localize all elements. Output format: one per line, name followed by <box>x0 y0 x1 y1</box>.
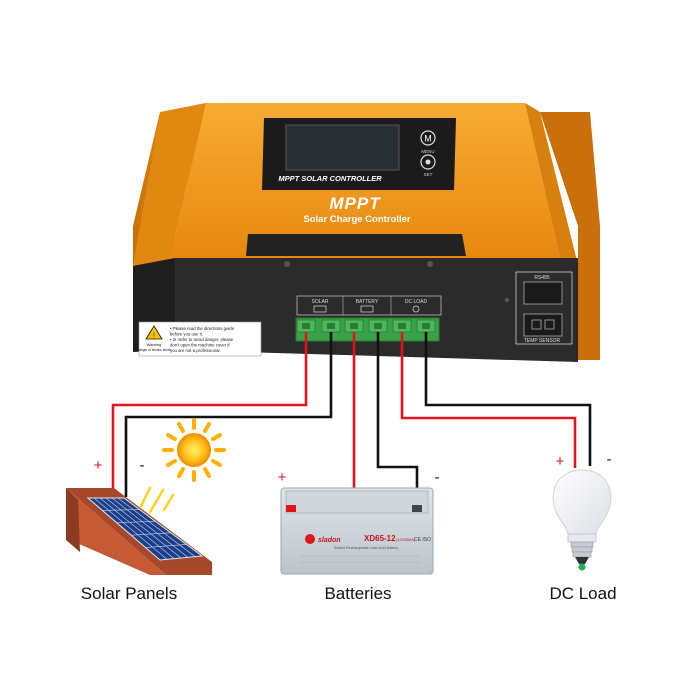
panel-cell-line <box>105 497 182 559</box>
panel-cell-line <box>145 544 187 548</box>
sun-ray <box>166 433 177 441</box>
bulb-icon <box>412 305 420 313</box>
bulb-glass <box>552 469 612 535</box>
plus-sign: + <box>556 453 565 470</box>
plus-sign: + <box>94 457 103 474</box>
screw <box>504 297 510 303</box>
terminal-label-frame <box>296 295 442 316</box>
terminal-hole <box>374 323 382 329</box>
menu-label: MENU <box>421 149 434 154</box>
svg-text:!: ! <box>153 333 155 340</box>
screw <box>427 261 433 267</box>
battery-icon <box>360 305 374 313</box>
battery-positive-terminal <box>286 505 296 512</box>
warning-line: you are not a professional. <box>170 348 221 353</box>
wire-solar-positive <box>111 332 308 495</box>
bulb-base <box>570 541 594 558</box>
right-fin <box>540 112 600 360</box>
caption-dc-load: DC Load <box>549 584 617 603</box>
rs485-label: RS485 <box>534 275 550 281</box>
minus-sign: - <box>140 457 145 474</box>
terminal-hole <box>398 323 406 329</box>
panel-cell-line <box>117 497 196 557</box>
lcd-screen <box>285 124 400 171</box>
temp-sensor-label: TEMP SENSOR <box>524 338 561 344</box>
battery-negative-terminal <box>412 505 422 512</box>
warning-line: don't open the machine cover if <box>170 343 230 348</box>
terminal-label-solar: SOLAR <box>312 299 329 305</box>
terminal-label-battery: BATTERY <box>356 299 379 305</box>
wire-load-negative <box>424 332 592 466</box>
set-button[interactable] <box>420 154 436 170</box>
terminal-label-dc-load: DC LOAD <box>405 299 428 305</box>
panel-cell-line <box>102 509 140 511</box>
sun-icon <box>139 418 226 514</box>
terminal-hole <box>302 323 310 329</box>
wire-battery-negative <box>376 332 419 492</box>
battery-lid <box>285 490 429 514</box>
plus-sign: + <box>278 469 287 486</box>
warning-line: • In order to avoid danger, please <box>170 337 234 342</box>
sun-ray <box>203 467 211 478</box>
wire-solar-negative <box>124 332 333 497</box>
caption-solar-panels: Solar Panels <box>80 584 178 603</box>
screw <box>284 261 290 267</box>
front-panel <box>175 258 578 362</box>
sun-ray <box>166 459 177 467</box>
light-bulb <box>552 469 612 571</box>
terminal-hole <box>422 323 430 329</box>
warning-line: before you use it. <box>170 332 203 337</box>
warning-line: • Please read the directions guide <box>170 326 235 331</box>
rs485-port[interactable] <box>523 281 563 305</box>
set-label: SET <box>424 172 433 177</box>
battery-fine-print: Sealed Rechargeable Lead-Acid Battery <box>334 546 398 550</box>
solar-panel-icon <box>313 305 327 313</box>
sun-ray <box>211 459 222 467</box>
screen-label: MPPT SOLAR CONTROLLER <box>278 174 382 183</box>
terminal-hole <box>327 323 335 329</box>
warning-icon <box>145 325 163 340</box>
charge-controller: MPPT SOLAR CONTROLLER M MENU SET MPPT So… <box>133 103 600 362</box>
wire-load-positive <box>400 332 577 468</box>
sun-ray <box>203 422 211 433</box>
minus-sign: - <box>435 469 440 486</box>
brand-logo: MPPT <box>329 194 381 213</box>
warning-text: • Please read the directions guide befor… <box>170 326 235 353</box>
minus-sign: - <box>607 451 612 468</box>
solar-panel-roof <box>66 488 212 575</box>
battery-cert: CE ISO <box>414 537 431 543</box>
panel-cell-line <box>116 520 156 524</box>
battery-model: XD65-12 <box>364 534 396 543</box>
menu-glyph: M <box>424 134 432 144</box>
panel-cell-line <box>93 497 168 560</box>
bulb-contact <box>578 563 586 571</box>
panel-cell-line <box>131 532 171 536</box>
top-vent <box>246 234 466 256</box>
wires <box>111 332 592 497</box>
battery: sladon XD65-12 (12V65Ah) CE ISO Sealed R… <box>280 487 434 575</box>
controller-subtitle: Solar Charge Controller <box>303 214 410 225</box>
battery-logo-icon <box>305 534 315 544</box>
caption-batteries: Batteries <box>324 584 392 603</box>
battery-model-suffix: (12V65Ah) <box>396 537 416 542</box>
temp-sensor-port[interactable] <box>523 313 563 337</box>
battery-brand: sladon <box>318 537 341 544</box>
port-frame <box>515 271 573 345</box>
sun-ray <box>177 422 185 433</box>
panel-cell-line <box>111 497 189 558</box>
panel-cell-line <box>99 497 175 559</box>
warning-title: Warning <box>147 342 162 347</box>
sun-ray <box>177 467 185 478</box>
menu-button[interactable] <box>420 130 436 146</box>
sun-ray <box>211 433 222 441</box>
warning-subtitle: Danger of electric shock <box>137 348 172 352</box>
set-icon <box>425 159 431 165</box>
terminal-hole <box>350 323 358 329</box>
